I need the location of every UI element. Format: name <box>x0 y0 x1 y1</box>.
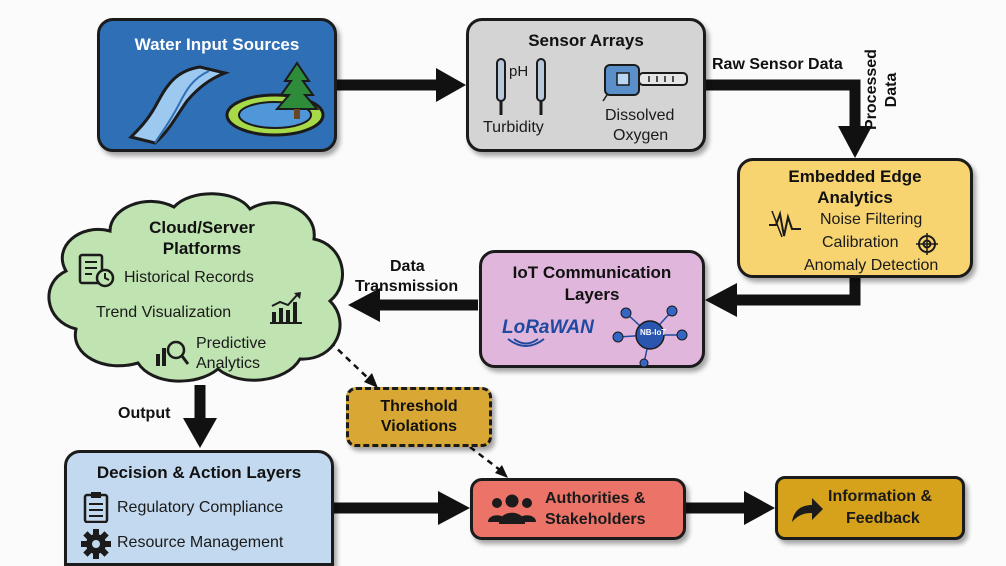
cloud-title-line1: Cloud/Server <box>149 218 255 237</box>
iot-title-line2: Layers <box>564 285 620 304</box>
sensor-ph: pH <box>509 63 529 80</box>
nbiot-label: NB-IoT <box>640 328 667 337</box>
label-output: Output <box>118 405 171 422</box>
node-cloud-server-platforms <box>47 192 345 383</box>
sensors-title: Sensor Arrays <box>528 31 644 50</box>
authorities-line1: Authorities & <box>545 490 646 507</box>
dashed-arrow-cloud-to-threshold <box>329 341 378 388</box>
threshold-line2: Violations <box>380 418 458 435</box>
decision-title: Decision & Action Layers <box>96 463 302 482</box>
sensor-turbidity: Turbidity <box>483 119 544 136</box>
arrow-iot-to-cloud <box>348 288 478 322</box>
threshold-line1: Threshold <box>380 398 458 415</box>
water-title: Water Input Sources <box>134 35 300 54</box>
probe-sensor-icon <box>496 58 546 115</box>
cloud-analytics: Analytics <box>196 355 261 372</box>
node-decision-action-layers: Decision & Action Layers Regulatory Comp… <box>64 450 334 566</box>
label-raw-sensor-data: Raw Sensor Data <box>712 56 843 73</box>
node-sensor-arrays: Sensor Arrays pH Turbidity Dissolved Oxy… <box>466 18 706 152</box>
node-water-input-sources: Water Input Sources <box>97 18 337 152</box>
signal-wave-icon <box>769 210 801 238</box>
magnifier-chart-icon <box>156 340 190 366</box>
label-transmission: Transmission <box>355 278 459 295</box>
cloud-historical-records: Historical Records <box>124 269 254 286</box>
node-threshold-violations: Threshold Violations <box>346 387 492 447</box>
decision-regulatory-compliance: Regulatory Compliance <box>117 499 284 516</box>
arrow-sensors-to-edge <box>705 79 872 158</box>
edge-title-line2: Analytics <box>817 188 893 207</box>
info-line1: Information & <box>828 488 932 505</box>
cloud-trend-visualization: Trend Visualization <box>96 304 232 321</box>
trend-chart-icon <box>270 292 302 324</box>
arrow-decision-to-authorities <box>333 491 470 525</box>
arrow-water-to-sensors <box>336 68 466 102</box>
lorawan-logo: LoRaWAN <box>502 317 594 338</box>
arrow-cloud-to-decision <box>183 385 217 448</box>
edge-calibration: Calibration <box>822 234 899 251</box>
people-group-icon <box>488 494 536 524</box>
wireless-waves-icon <box>507 338 545 347</box>
iot-title-line1: IoT Communication <box>512 263 672 282</box>
gear-icon <box>81 529 111 559</box>
edge-title-line1: Embedded Edge <box>788 167 922 186</box>
arrow-authorities-to-info <box>686 491 775 525</box>
dashed-arrow-threshold-to-authorities <box>469 446 508 478</box>
node-authorities-stakeholders: Authorities & Stakeholders <box>470 478 686 540</box>
nbiot-network-icon <box>612 305 688 367</box>
cloud-title-line2: Platforms <box>162 239 242 258</box>
sensor-dissolved: Dissolved <box>605 107 675 124</box>
edge-noise-filtering: Noise Filtering <box>820 211 923 228</box>
node-information-feedback: Information & Feedback <box>775 476 965 540</box>
authorities-line2: Stakeholders <box>545 511 646 528</box>
edge-anomaly-detection: Anomaly Detection <box>804 257 939 274</box>
clipboard-icon <box>83 492 109 523</box>
river-lake-icon <box>128 61 325 145</box>
decision-resource-management: Resource Management <box>117 534 284 551</box>
info-line2: Feedback <box>846 510 920 527</box>
sensor-oxygen: Oxygen <box>613 127 669 144</box>
share-arrow-icon <box>792 498 823 522</box>
label-data: Data <box>390 258 425 275</box>
cloud-predictive: Predictive <box>196 335 267 352</box>
node-iot-communication-layers: IoT Communication Layers LoRaWAN NB-IoT <box>479 250 705 368</box>
arrow-edge-to-iot <box>705 278 861 317</box>
target-icon <box>916 233 938 255</box>
label-processed-data: Processed Data <box>863 49 900 130</box>
document-clock-icon <box>78 253 115 288</box>
dissolved-oxygen-meter-icon <box>602 64 688 102</box>
node-embedded-edge-analytics: Embedded Edge Analytics Noise Filtering … <box>737 158 973 278</box>
